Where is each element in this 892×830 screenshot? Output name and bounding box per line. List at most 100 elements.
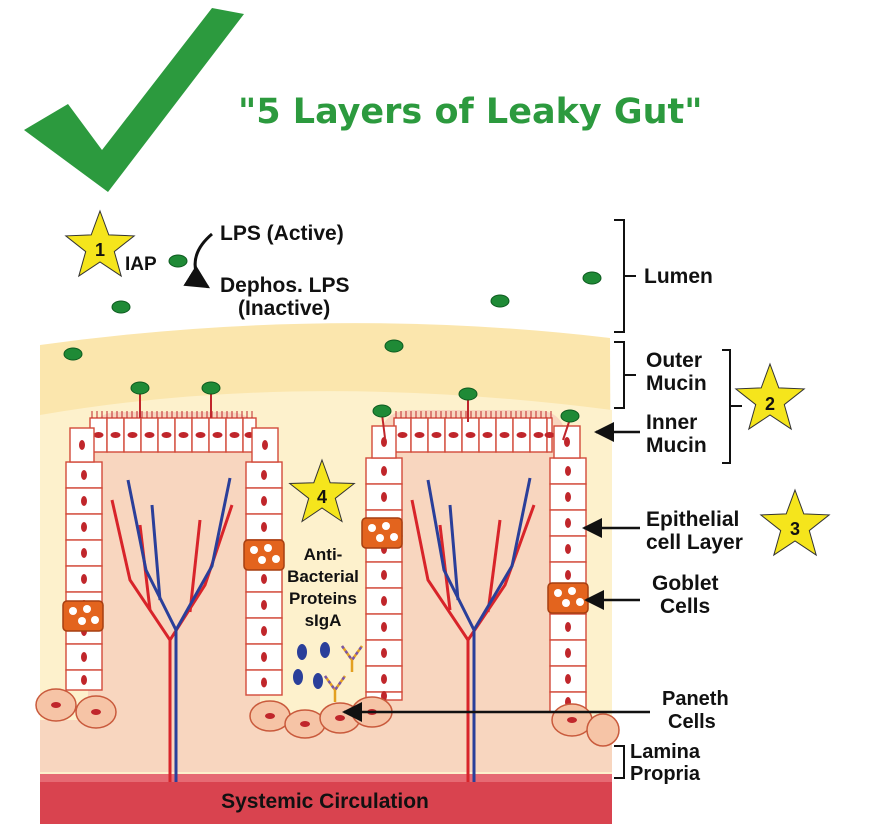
inner-mucin-label-line2: Mucin bbox=[646, 434, 707, 457]
pointer-arrows bbox=[342, 422, 650, 722]
cell-nucleus bbox=[565, 518, 571, 528]
lps-inactive-label-line2: (Inactive) bbox=[238, 297, 330, 320]
lumen-label: Lumen bbox=[644, 265, 713, 288]
goblet-label-line2: Cells bbox=[660, 595, 710, 618]
cell-nucleus bbox=[565, 544, 571, 554]
cell-nucleus bbox=[381, 648, 387, 658]
cell-nucleus bbox=[81, 548, 87, 558]
antibacterial-label: Anti- Bacterial Proteins sIgA bbox=[287, 545, 359, 630]
cell-nucleus bbox=[81, 675, 87, 685]
cell-nucleus bbox=[381, 596, 387, 606]
cell-nucleus bbox=[533, 432, 544, 438]
cell-nucleus bbox=[144, 432, 155, 438]
lamina-label-line2: Propria bbox=[630, 763, 701, 785]
diagram-title: "5 Layers of Leaky Gut" bbox=[238, 92, 703, 132]
cell-nucleus bbox=[261, 652, 267, 662]
siga-antibodies bbox=[323, 645, 364, 702]
cell-nucleus bbox=[482, 432, 493, 438]
inner-mucin-label-line1: Inner bbox=[646, 411, 697, 434]
cell-nucleus bbox=[381, 622, 387, 632]
cell-nucleus bbox=[564, 437, 570, 447]
cell-nucleus bbox=[195, 432, 206, 438]
cell-nucleus bbox=[381, 570, 387, 580]
cell-nucleus bbox=[565, 648, 571, 658]
lamina-propria bbox=[40, 410, 612, 772]
systemic-circulation-label: Systemic Circulation bbox=[221, 790, 429, 813]
star-1-number: 1 bbox=[95, 240, 105, 260]
epithelial-label-line2: cell Layer bbox=[646, 531, 743, 554]
iap-label: IAP bbox=[125, 254, 157, 275]
systemic-circulation-bar bbox=[40, 774, 612, 824]
microvilli-brush-border bbox=[91, 411, 552, 418]
epithelial-label-line1: Epithelial bbox=[646, 508, 739, 531]
cell-nucleus bbox=[565, 622, 571, 632]
cell-nucleus bbox=[261, 470, 267, 480]
cell-nucleus bbox=[212, 432, 223, 438]
cell-nucleus bbox=[565, 674, 571, 684]
star-4-icon: 4 bbox=[288, 458, 356, 523]
cell-nucleus bbox=[397, 432, 408, 438]
cell-nucleus bbox=[93, 432, 104, 438]
star-2-number: 2 bbox=[765, 394, 775, 414]
outer-mucin-label-line1: Outer bbox=[646, 349, 702, 372]
cell-nucleus bbox=[565, 492, 571, 502]
cell-nucleus bbox=[79, 440, 85, 450]
lps-inactive-label-line1: Dephos. LPS bbox=[220, 274, 350, 297]
lps-conversion-arrow bbox=[183, 232, 213, 289]
paneth-nuclei bbox=[51, 702, 577, 727]
outer-mucin-label-line2: Mucin bbox=[646, 372, 707, 395]
cell-nucleus bbox=[414, 432, 425, 438]
cell-nucleus bbox=[127, 432, 138, 438]
star-4-number: 4 bbox=[317, 487, 327, 507]
goblet-cell bbox=[547, 582, 589, 614]
cell-nucleus bbox=[261, 522, 267, 532]
cell-nucleus bbox=[229, 432, 240, 438]
cell-nucleus bbox=[381, 437, 387, 447]
goblet-cells bbox=[62, 517, 589, 632]
antibacterial-proteins bbox=[293, 642, 330, 689]
layer-brackets bbox=[614, 219, 742, 779]
epithelial-cells bbox=[65, 417, 587, 713]
paneth-label-line1: Paneth bbox=[662, 688, 729, 710]
cell-nucleus bbox=[110, 432, 121, 438]
star-2-icon: 2 bbox=[734, 362, 806, 431]
lps-bound-particles bbox=[130, 381, 580, 423]
star-3-icon: 3 bbox=[759, 488, 831, 557]
cell-nucleus bbox=[178, 432, 189, 438]
paneth-label-line2: Cells bbox=[668, 711, 716, 733]
cell-nucleus bbox=[565, 466, 571, 476]
cell-nucleus bbox=[261, 677, 267, 688]
cell-nucleus bbox=[431, 432, 442, 438]
lps-active-label: LPS (Active) bbox=[220, 222, 344, 245]
epithelial-cell bbox=[65, 565, 103, 593]
lamina-label-line1: Lamina bbox=[630, 741, 701, 763]
cell-nucleus bbox=[81, 574, 87, 584]
cell-nucleus bbox=[381, 466, 387, 476]
star-3-number: 3 bbox=[790, 519, 800, 539]
cell-nucleus bbox=[261, 574, 267, 584]
lps-particles bbox=[63, 254, 602, 361]
cell-nucleus bbox=[261, 496, 267, 506]
cell-nucleus bbox=[161, 432, 172, 438]
antibacterial-label-line4: sIgA bbox=[305, 611, 342, 630]
cell-nucleus bbox=[565, 570, 571, 580]
antibacterial-label-line2: Bacterial bbox=[287, 567, 359, 586]
antibacterial-label-line1: Anti- bbox=[304, 545, 343, 564]
cell-nucleus bbox=[81, 470, 87, 480]
cell-nucleus bbox=[81, 652, 87, 662]
goblet-cell bbox=[243, 539, 285, 571]
cell-nucleus bbox=[448, 432, 459, 438]
goblet-cell bbox=[361, 517, 403, 549]
goblet-cell bbox=[62, 600, 104, 632]
cell-nucleus bbox=[499, 432, 510, 438]
cell-nucleus bbox=[81, 522, 87, 532]
systemic-circulation-highlight bbox=[40, 774, 612, 782]
star-1-icon: 1 bbox=[64, 209, 136, 278]
cell-nucleus bbox=[261, 600, 267, 610]
antibacterial-label-line3: Proteins bbox=[289, 589, 357, 608]
cell-nucleus bbox=[544, 432, 555, 438]
villus-vessels-left bbox=[110, 477, 234, 782]
cell-nucleus bbox=[465, 432, 476, 438]
